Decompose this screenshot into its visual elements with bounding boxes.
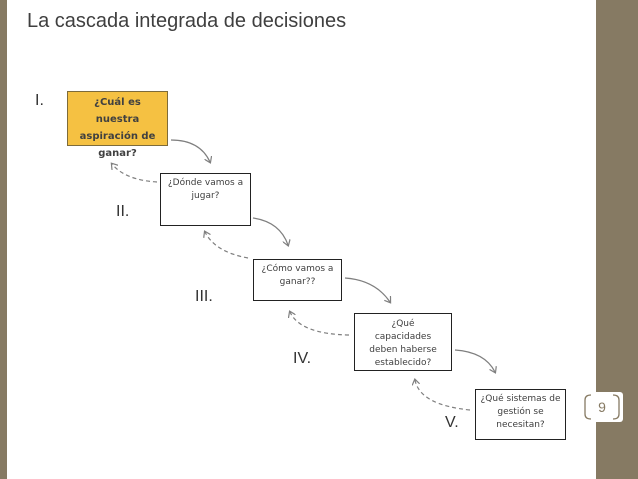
slide-title: La cascada integrada de decisiones bbox=[27, 10, 347, 32]
forward-arrow-2 bbox=[252, 217, 288, 245]
step-2-question: ¿Dónde vamos a jugar? bbox=[167, 178, 244, 201]
forward-arrow-3 bbox=[344, 277, 390, 302]
feedback-arrow-3 bbox=[290, 312, 350, 336]
bracket-frame bbox=[581, 392, 623, 422]
page-number-badge: 9 bbox=[581, 392, 623, 422]
feedback-arrow-4 bbox=[415, 380, 471, 411]
step-2-box: ¿Dónde vamos a jugar? bbox=[160, 173, 251, 226]
feedback-arrow-2 bbox=[205, 232, 249, 259]
step-3-question: ¿Cómo vamos a ganar?? bbox=[261, 264, 334, 287]
step-4-question: ¿Qué capacidades deben haberse estableci… bbox=[369, 319, 437, 368]
step-5-box: ¿Qué sistemas de gestión se necesitan? bbox=[475, 389, 566, 440]
step-4-numeral: IV. bbox=[293, 350, 312, 367]
forward-arrow-4 bbox=[454, 349, 495, 372]
step-1-numeral: I. bbox=[35, 92, 44, 109]
step-5-question: ¿Qué sistemas de gestión se necesitan? bbox=[480, 394, 561, 430]
page-number: 9 bbox=[598, 399, 606, 415]
step-2-numeral: II. bbox=[116, 203, 130, 220]
step-3-numeral: III. bbox=[195, 288, 213, 305]
feedback-arrow-1 bbox=[112, 164, 158, 183]
step-5-numeral: V. bbox=[445, 414, 459, 431]
step-4-box: ¿Qué capacidades deben haberse estableci… bbox=[354, 313, 452, 371]
step-1-question: ¿Cuál es nuestra aspiración de ganar? bbox=[79, 97, 156, 159]
step-3-box: ¿Cómo vamos a ganar?? bbox=[253, 259, 342, 301]
left-accent-stripe bbox=[0, 0, 7, 479]
forward-arrow-1 bbox=[170, 139, 210, 162]
step-1-box: ¿Cuál es nuestra aspiración de ganar? bbox=[67, 91, 168, 159]
